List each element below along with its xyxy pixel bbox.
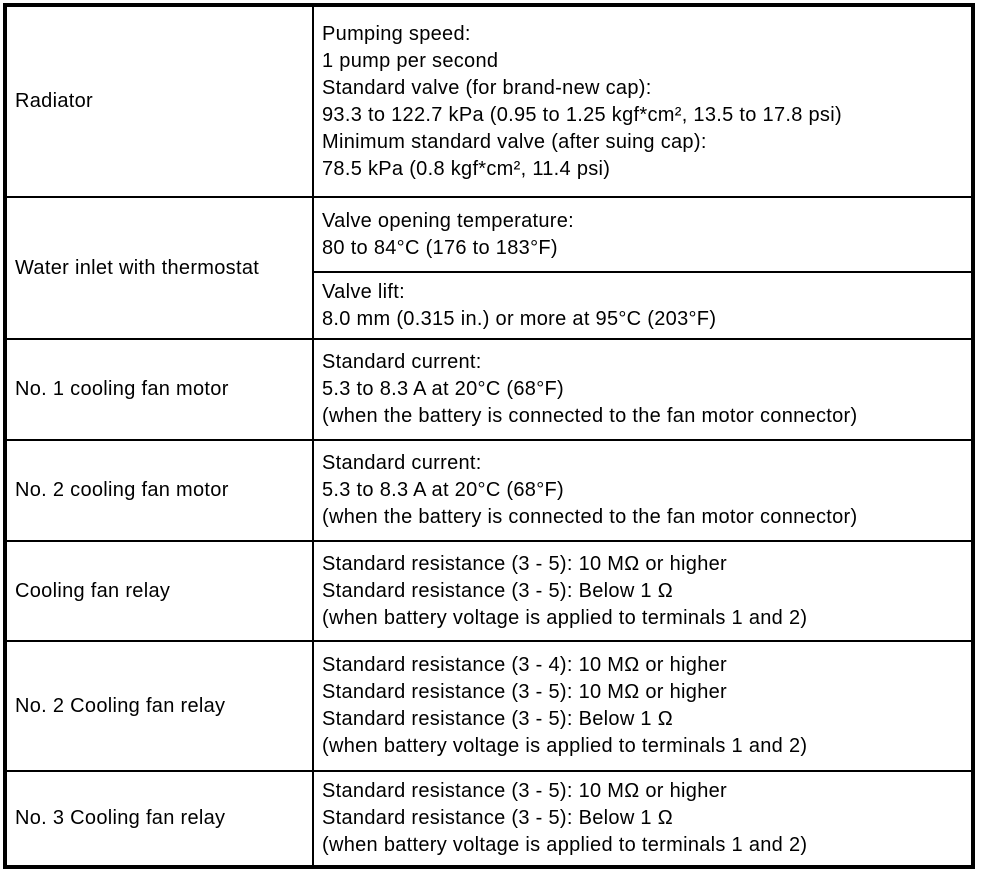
spec-line: Minimum standard valve (after suing cap)… (322, 130, 707, 153)
spec-line: (when the battery is connected to the fa… (322, 405, 858, 427)
spec-line: Valve opening temperature: (322, 209, 575, 232)
spec-line: 80 to 84°C (176 to 183°F) (322, 236, 558, 259)
spec-line: 93.3 to 122.7 kPa (0.95 to 1.25 kgf*cm²,… (322, 103, 842, 126)
spec-line: Standard resistance (3 - 5): 10 MΩ or hi… (322, 780, 727, 802)
spec-cell: Standard current: 5.3 to 8.3 A at 20°C (6… (312, 439, 974, 542)
spec-cell: Standard current: 5.3 to 8.3 A at 20°C (6… (312, 338, 974, 441)
spec-line: 78.5 kPa (0.8 kgf*cm², 11.4 psi) (322, 157, 611, 180)
component-cell: Water inlet with thermostat (4, 196, 314, 340)
spec-line: 8.0 mm (0.315 in.) or more at 95°C (203°… (322, 307, 717, 330)
spec-line: (when battery voltage is applied to term… (322, 834, 808, 856)
spec-line: Standard resistance (3 - 4): 10 MΩ or hi… (322, 654, 727, 676)
spec-line: Standard current: (322, 452, 482, 474)
spec-cell: Standard resistance (3 - 5): 10 MΩ or hi… (312, 540, 974, 642)
spec-cell: Valve lift: 8.0 mm (0.315 in.) or more at… (312, 271, 974, 340)
component-cell: No. 2 cooling fan motor (4, 439, 314, 542)
spec-line: Standard current: (322, 351, 482, 373)
table-row: Cooling fan relay Standard resistance (3 … (4, 540, 974, 642)
spec-line: Standard resistance (3 - 5): Below 1 Ω (322, 708, 673, 730)
component-cell: No. 3 Cooling fan relay (4, 770, 314, 868)
component-cell: No. 1 cooling fan motor (4, 338, 314, 441)
spec-line: (when the battery is connected to the fa… (322, 506, 858, 528)
component-cell: Radiator (4, 4, 314, 198)
spec-line: Pumping speed: (322, 22, 471, 45)
spec-line: 5.3 to 8.3 A at 20°C (68°F) (322, 479, 565, 501)
spec-line: 5.3 to 8.3 A at 20°C (68°F) (322, 378, 565, 400)
spec-line: Standard valve (for brand-new cap): (322, 76, 652, 99)
component-cell: Cooling fan relay (4, 540, 314, 642)
spec-line: Standard resistance (3 - 5): Below 1 Ω (322, 807, 673, 829)
spec-cell: Standard resistance (3 - 4): 10 MΩ or hi… (312, 640, 974, 772)
spec-cell: Standard resistance (3 - 5): 10 MΩ or hi… (312, 770, 974, 868)
table-row: Valve lift: 8.0 mm (0.315 in.) or more at… (5, 271, 974, 340)
spec-line: Standard resistance (3 - 5): 10 MΩ or hi… (322, 681, 727, 703)
spec-line: Standard resistance (3 - 5): Below 1 Ω (322, 579, 673, 602)
spec-line: Standard resistance (3 - 5): 10 MΩ or hi… (322, 552, 727, 575)
spec-cell: Valve opening temperature: 80 to 84°C (17… (312, 196, 974, 273)
spec-line: (when battery voltage is applied to term… (322, 606, 808, 629)
table-row: No. 3 Cooling fan relay Standard resistan… (4, 770, 974, 868)
spec-line: 1 pump per second (322, 49, 499, 72)
spec-line: Valve lift: (322, 280, 405, 303)
spec-line: (when battery voltage is applied to term… (322, 735, 808, 757)
component-cell: No. 2 Cooling fan relay (4, 640, 314, 772)
